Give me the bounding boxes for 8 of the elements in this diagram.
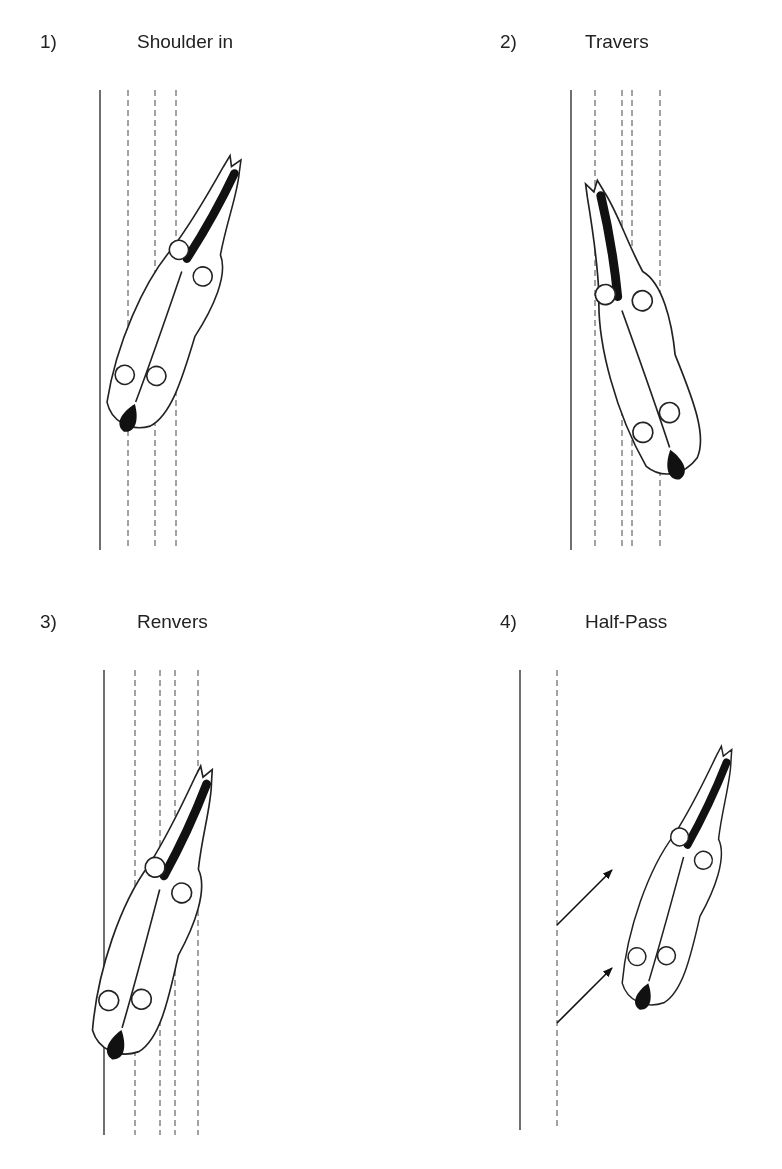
movement-title: Half-Pass: [585, 612, 668, 631]
step-number: 4): [500, 612, 517, 631]
movement-title: Shoulder in: [137, 32, 234, 51]
movement-title: Renvers: [137, 612, 208, 631]
step-number: 2): [500, 32, 517, 51]
step-number: 1): [40, 32, 57, 51]
movement-title: Travers: [585, 32, 649, 51]
step-number: 3): [40, 612, 57, 631]
